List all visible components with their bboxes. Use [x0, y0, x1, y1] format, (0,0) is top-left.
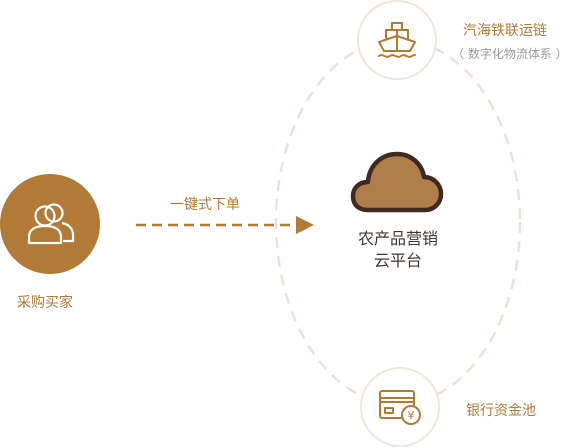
- logistics-node: [357, 0, 437, 80]
- buyer-label: 采购买家: [17, 295, 73, 311]
- order-arrow-head: [296, 216, 314, 234]
- cloud-icon: [350, 151, 444, 213]
- finance-label: 银行资金池: [466, 403, 536, 419]
- logistics-label: 汽海铁联运链: [463, 23, 547, 39]
- bank-card-icon: ¥: [379, 390, 421, 425]
- ship-icon: [378, 22, 416, 58]
- finance-node: ¥: [360, 367, 440, 447]
- order-action-label: 一键式下单: [170, 197, 240, 213]
- buyer-node: [0, 174, 100, 274]
- users-icon: [27, 203, 75, 245]
- platform-title-line1: 农产品营销: [357, 229, 438, 248]
- svg-text:¥: ¥: [408, 409, 415, 422]
- platform-title-line2: 云平台: [373, 251, 422, 270]
- platform-title: 农产品营销 云平台: [330, 228, 466, 272]
- dashed-ring: [274, 38, 522, 406]
- logistics-sublabel: （ 数字化物流体系 ）: [452, 47, 568, 61]
